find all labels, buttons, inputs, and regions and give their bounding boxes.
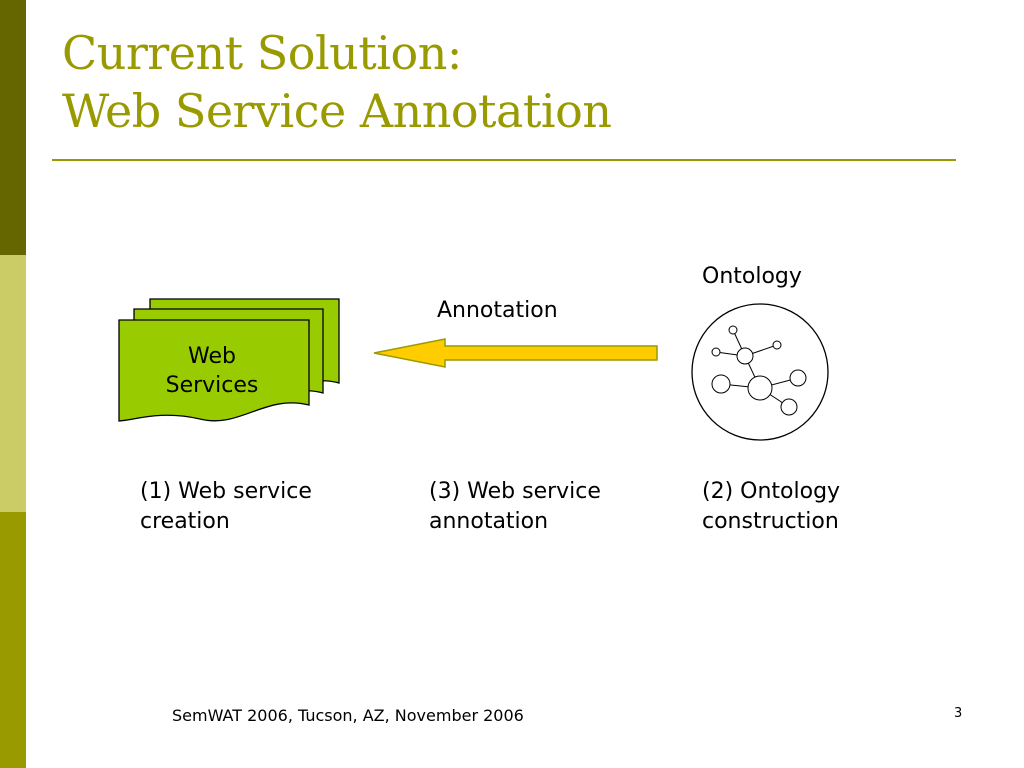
ontology-label: Ontology bbox=[702, 264, 802, 289]
caption-line-2: creation bbox=[140, 509, 230, 534]
slide-title-line-1: Current Solution: bbox=[62, 26, 462, 80]
caption-line-2: construction bbox=[702, 509, 839, 534]
caption-web-service-creation: (1) Web service creation bbox=[140, 477, 312, 537]
caption-ontology-construction: (2) Ontology construction bbox=[702, 477, 840, 537]
ontology-node bbox=[728, 325, 738, 335]
page-number: 3 bbox=[954, 706, 963, 721]
sidebar-segment-mid bbox=[0, 512, 26, 768]
annotation-arrow bbox=[373, 338, 658, 368]
title-divider bbox=[52, 159, 956, 161]
sidebar-segment-light bbox=[0, 255, 26, 512]
web-services-label: Web Services bbox=[152, 342, 272, 400]
caption-line-1: (2) Ontology bbox=[702, 479, 841, 504]
web-services-label-line-2: Services bbox=[165, 373, 259, 398]
web-services-document-stack bbox=[118, 298, 340, 422]
web-services-label-line-1: Web bbox=[188, 344, 236, 369]
sidebar-accent-bar bbox=[0, 0, 26, 768]
ontology-node bbox=[772, 340, 782, 350]
annotation-arrow-label: Annotation bbox=[437, 298, 558, 323]
caption-line-2: annotation bbox=[429, 509, 549, 534]
ontology-node bbox=[711, 374, 731, 394]
ontology-node bbox=[711, 347, 721, 357]
ontology-node bbox=[780, 398, 798, 416]
document-shape-front bbox=[118, 319, 310, 422]
ontology-node bbox=[747, 375, 773, 401]
slide-title: Current Solution: Web Service Annotation bbox=[62, 24, 612, 140]
caption-line-1: (1) Web service bbox=[140, 479, 312, 504]
caption-line-1: (3) Web service bbox=[429, 479, 601, 504]
slide-footer: SemWAT 2006, Tucson, AZ, November 2006 bbox=[172, 706, 524, 725]
ontology-node bbox=[789, 369, 807, 387]
ontology-boundary-circle bbox=[691, 303, 829, 441]
slide-title-line-2: Web Service Annotation bbox=[62, 84, 612, 138]
sidebar-segment-dark bbox=[0, 0, 26, 255]
ontology-graph-icon bbox=[691, 303, 829, 441]
caption-web-service-annotation: (3) Web service annotation bbox=[429, 477, 601, 537]
ontology-node bbox=[736, 347, 754, 365]
